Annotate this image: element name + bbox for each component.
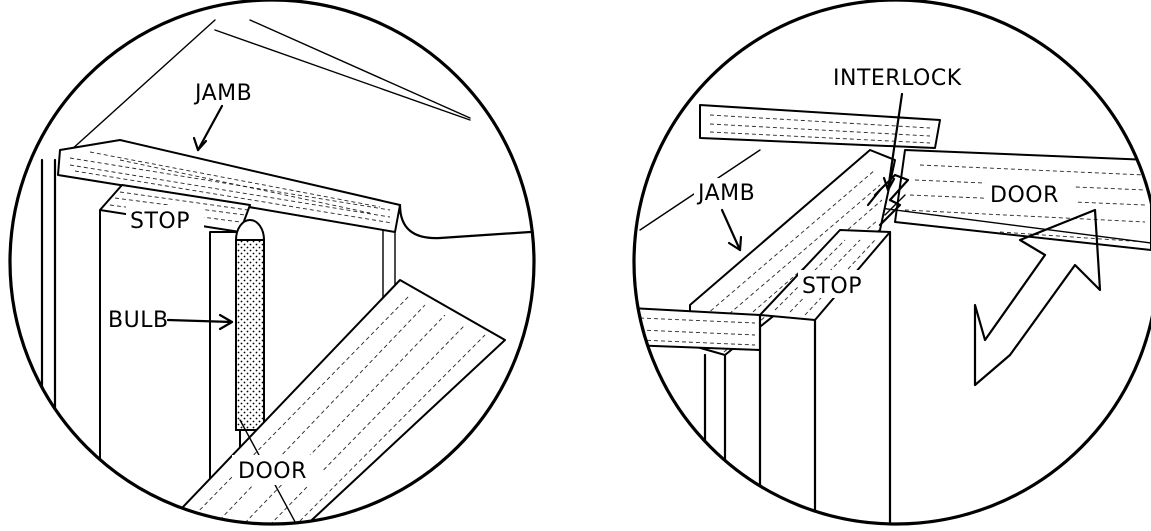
door-swing-arrow <box>973 208 1102 387</box>
label-bg-stop-right <box>798 270 876 298</box>
left-detail-panel: JAMB STOP BULB DOOR <box>8 0 536 526</box>
label-stop-left: STOP <box>130 209 190 234</box>
header-back-line <box>249 19 471 119</box>
label-jamb-right: JAMB <box>696 181 755 206</box>
bulb-weatherstrip <box>235 219 265 431</box>
header-edge-line <box>59 19 216 161</box>
arrowhead-jamb-right <box>727 235 743 252</box>
label-bg-door-right <box>985 180 1075 208</box>
interlock-strip <box>866 173 910 227</box>
label-bg-stop-left <box>126 205 204 233</box>
label-interlock: INTERLOCK <box>833 66 962 91</box>
right-magnifier-circle <box>632 0 1151 526</box>
left-magnifier-circle <box>8 0 536 526</box>
label-door-right: DOOR <box>990 183 1059 208</box>
arrowhead-jamb-left <box>192 136 208 152</box>
label-jamb-left: JAMB <box>193 81 252 106</box>
leader-interlock <box>886 92 904 192</box>
sill-board <box>634 307 761 351</box>
arrowhead-interlock <box>882 176 896 192</box>
label-bulb: BULB <box>108 308 169 333</box>
label-bg-jamb-right <box>694 178 774 206</box>
jamb-top-board <box>699 104 941 149</box>
leader-jamb-left <box>196 104 224 152</box>
right-detail-panel: INTERLOCK JAMB DOOR STOP <box>632 0 1151 526</box>
jamb-head-board <box>57 139 401 233</box>
label-bg-door-left <box>232 455 322 485</box>
label-door-left: DOOR <box>238 459 307 484</box>
header-top-line <box>214 29 471 121</box>
background-line-2 <box>879 207 1151 244</box>
leader-jamb-right <box>720 208 742 252</box>
leader-bulb <box>166 318 234 324</box>
label-stop-right: STOP <box>802 274 862 299</box>
casing-corner <box>398 203 534 240</box>
arrowhead-bulb <box>218 313 234 331</box>
